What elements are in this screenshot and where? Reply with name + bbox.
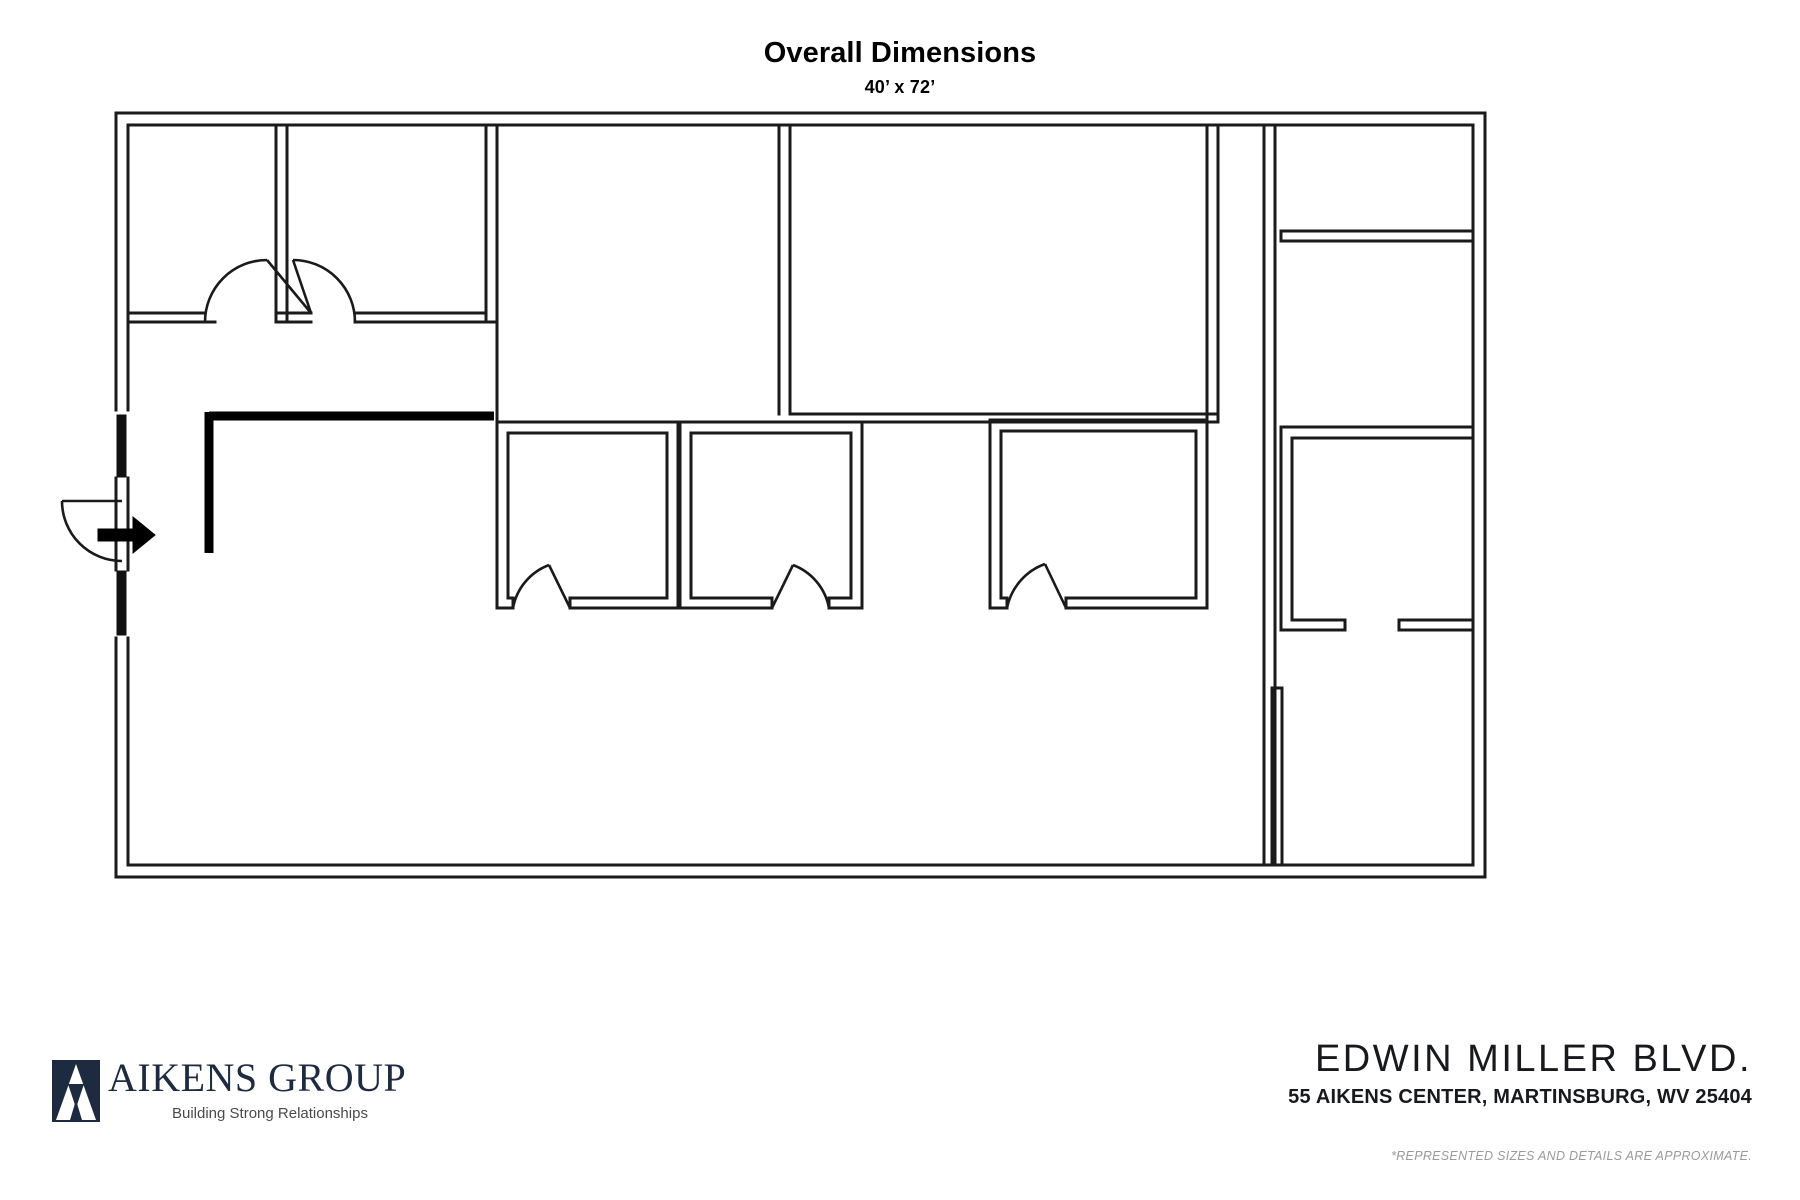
door-swing-midright-arc (1005, 562, 1046, 609)
page-title: Overall Dimensions (763, 37, 1037, 69)
right-mid-room-inner (1290, 436, 1475, 622)
black-partition-wall (204, 411, 494, 553)
door-swing-room1-arc (203, 258, 268, 323)
door-swing-midright-leaf (1043, 563, 1068, 609)
address-city-line: 55 AIKENS CENTER, MARTINSBURG, WV 25404 (1288, 1086, 1752, 1108)
floor-plan-svg (60, 111, 1487, 879)
midright-room-right-inner (1064, 429, 1198, 600)
entrance-door-arc (60, 500, 123, 563)
door-swing-room1-leaf (265, 259, 313, 314)
address-street: EDWIN MILLER BLVD. (1314, 1038, 1752, 1080)
outer-wall-outer-line (114, 111, 1487, 879)
logo-tagline: Building Strong Relationships (172, 1105, 368, 1122)
door-swing-room2-arc (292, 258, 357, 323)
door-swing-roomA-arc (511, 563, 550, 609)
midright-room-right-outer (1064, 418, 1209, 610)
door-swing-roomA-leaf (547, 564, 572, 609)
midright-room-left-wall (988, 418, 1009, 610)
wall-layer (114, 111, 1487, 879)
disclaimer-note: *REPRESENTED SIZES AND DETAILS ARE APPRO… (1391, 1149, 1752, 1163)
logo-company-name: AIKENS GROUP (108, 1055, 407, 1100)
door-swing-layer (203, 258, 1068, 609)
floor-plan-drawing (60, 111, 1487, 879)
entrance-arrow-shape (97, 515, 156, 555)
door-swing-roomB-arc (792, 563, 831, 609)
entry-glazing-layer (116, 414, 127, 636)
right-mid-room-outer (1279, 425, 1475, 632)
aikens-logo-mark-icon (52, 1060, 100, 1122)
title-block: Overall Dimensions 40’ x 72’ (0, 37, 1800, 98)
window-panel-upper (116, 414, 127, 478)
door-swing-room2-leaf (291, 259, 313, 314)
room1-outline (126, 123, 217, 324)
window-panel-lower (116, 570, 127, 636)
overall-dimensions-label: 40’ x 72’ (864, 76, 936, 97)
door-swing-roomB-leaf (770, 564, 795, 609)
entrance-arrow-icon (97, 515, 156, 555)
aikens-group-logo: AIKENS GROUP Building Strong Relationshi… (48, 1058, 406, 1122)
logo-inner-triangle (68, 1084, 84, 1108)
entrance-door-group (60, 499, 123, 563)
logo-text-group: AIKENS GROUP Building Strong Relationshi… (108, 1055, 407, 1123)
midright-room-left-inner (999, 429, 1009, 600)
address-block: EDWIN MILLER BLVD. 55 AIKENS CENTER, MAR… (1288, 1040, 1752, 1163)
